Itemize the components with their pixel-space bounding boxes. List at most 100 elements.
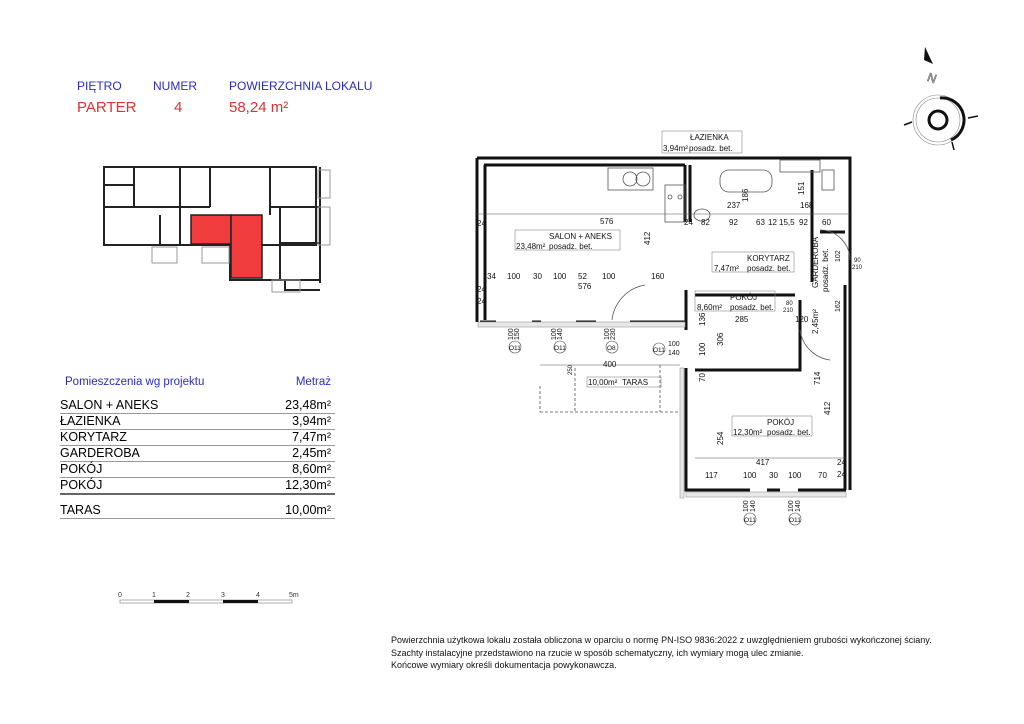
- dim: 24: [477, 297, 486, 306]
- number-value: 4: [174, 99, 183, 116]
- dim: 30: [533, 272, 542, 281]
- dim: 30: [769, 471, 778, 480]
- room-name: POKÓJ: [60, 462, 103, 476]
- dim: 92: [729, 218, 738, 227]
- unit-highlight: [190, 214, 232, 245]
- room-area: 10,00m²: [285, 503, 331, 517]
- svg-text:140: 140: [668, 350, 680, 357]
- dim: 136: [698, 312, 707, 326]
- dim: 100: [788, 471, 802, 480]
- dim: 70: [818, 471, 827, 480]
- room-name: ŁAZIENKA: [60, 414, 121, 428]
- table-row: GARDEROBA 2,45m²: [60, 446, 335, 462]
- svg-text:O11: O11: [653, 347, 665, 354]
- dim: 412: [643, 231, 652, 245]
- dim: 63: [756, 218, 765, 227]
- north-arrow-icon: [924, 47, 933, 64]
- room-area: 3,94m²: [292, 414, 331, 428]
- dim: 34: [487, 272, 496, 281]
- svg-text:ŁAZIENKA: ŁAZIENKA: [690, 133, 729, 142]
- svg-text:KORYTARZ: KORYTARZ: [747, 254, 790, 263]
- svg-text:posadz. bet.: posadz. bet.: [767, 428, 811, 437]
- svg-text:posadz. bet.: posadz. bet.: [821, 248, 830, 292]
- svg-text:100: 100: [743, 500, 750, 512]
- svg-text:100: 100: [508, 328, 515, 340]
- dim: 100: [507, 272, 521, 281]
- room-area: 12,30m²: [285, 478, 331, 492]
- dim: 15,5: [779, 218, 795, 227]
- dim: 70: [698, 373, 707, 382]
- svg-text:150: 150: [514, 328, 521, 340]
- room-label-salon: SALON + ANEKS 23,48m² posadz. bet.: [514, 229, 621, 251]
- dim: 160: [651, 272, 665, 281]
- dim: 162: [835, 300, 842, 312]
- window-tag: 100 140 O11: [743, 500, 757, 526]
- svg-text:2,45m²: 2,45m²: [811, 309, 820, 334]
- svg-text:SALON + ANEKS: SALON + ANEKS: [549, 232, 612, 241]
- room-area: 7,47m²: [292, 430, 331, 444]
- window-tag: 100 230 O8: [604, 328, 619, 354]
- dim: 60: [822, 218, 831, 227]
- dim: 24: [477, 219, 486, 228]
- floor-label: PIĘTRO: [77, 79, 122, 93]
- svg-text:100: 100: [604, 328, 611, 340]
- svg-text:12,30m²: 12,30m²: [733, 428, 763, 437]
- svg-text:10,00m²: 10,00m²: [588, 378, 618, 387]
- svg-text:100: 100: [668, 341, 680, 348]
- svg-text:140: 140: [795, 500, 802, 512]
- scale-tick: 1: [152, 592, 156, 599]
- dim: 100: [743, 471, 757, 480]
- room-label-taras: 10,00m² TARAS: [586, 376, 662, 388]
- dim: 24: [684, 218, 693, 227]
- dim: 714: [813, 371, 822, 385]
- room-name: GARDEROBA: [60, 446, 140, 460]
- svg-text:posadz. bet.: posadz. bet.: [747, 264, 791, 273]
- svg-text:O8: O8: [607, 345, 616, 352]
- area-value: 58,24 m²: [229, 99, 289, 116]
- dim: 117: [705, 471, 718, 480]
- svg-text:140: 140: [557, 328, 564, 340]
- scale-tick: 4: [256, 592, 260, 599]
- dim: 102: [835, 250, 842, 262]
- svg-text:100: 100: [788, 500, 795, 512]
- window-tag: 100 150 O11: [508, 328, 522, 354]
- svg-text:POKÓJ: POKÓJ: [730, 293, 757, 302]
- scale-tick: 5m: [289, 592, 299, 599]
- dim: 100: [698, 342, 707, 356]
- area-label: POWIERZCHNIA LOKALU: [229, 79, 373, 93]
- svg-text:O11: O11: [509, 345, 521, 352]
- number-label: NUMER: [153, 79, 197, 93]
- room-area: 2,45m²: [292, 446, 331, 460]
- compass-rose: N: [903, 47, 979, 150]
- dim: 120: [795, 315, 809, 324]
- room-label-lazienka: ŁAZIENKA 3,94m² posadz. bet.: [661, 130, 743, 154]
- table-row: ŁAZIENKA 3,94m²: [60, 414, 335, 430]
- dim: 210: [852, 265, 863, 271]
- dim: 24: [837, 470, 846, 479]
- svg-text:TARAS: TARAS: [622, 378, 648, 387]
- dim: 417: [756, 458, 770, 467]
- svg-text:posadz. bet.: posadz. bet.: [549, 242, 593, 251]
- window-tag: 100 140 O11: [551, 328, 567, 354]
- table-row: POKÓJ 8,60m²: [60, 462, 335, 478]
- floor-value: PARTER: [77, 99, 137, 116]
- dim: 576: [578, 282, 592, 291]
- svg-text:3,94m²: 3,94m²: [663, 144, 688, 153]
- dim: 254: [716, 431, 725, 445]
- dim: 285: [735, 315, 749, 324]
- room-label-pokoj-small: POKÓJ 8,60m² posadz. bet.: [694, 290, 776, 312]
- room-area: 23,48m²: [285, 398, 331, 412]
- svg-text:230: 230: [610, 328, 617, 340]
- svg-text:POKÓJ: POKÓJ: [767, 418, 794, 427]
- dim: 82: [701, 218, 710, 227]
- note-line: Szachty instalacyjne przedstawiono na rz…: [391, 647, 804, 658]
- svg-text:O11: O11: [554, 345, 566, 352]
- dim: 100: [602, 272, 616, 281]
- fixtures: [475, 159, 851, 459]
- dim: 210: [783, 308, 794, 314]
- svg-text:posadz. bet.: posadz. bet.: [689, 144, 733, 153]
- room-area: 8,60m²: [292, 462, 331, 476]
